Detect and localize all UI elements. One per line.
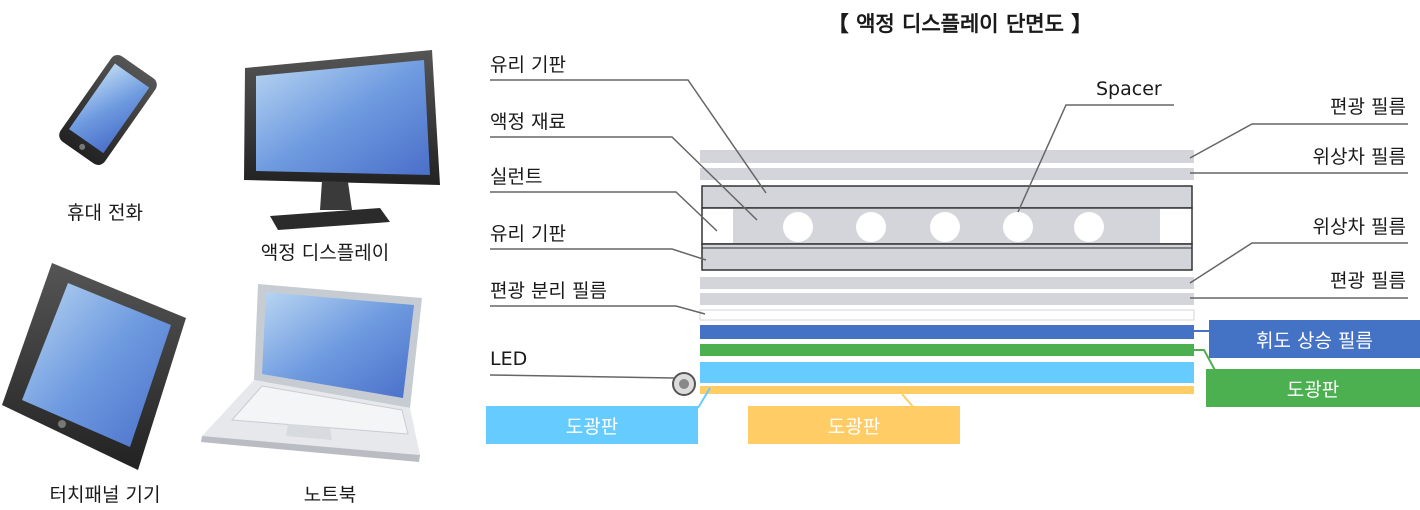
spacer-bead <box>1003 212 1033 242</box>
leader-lines <box>489 79 1408 379</box>
retarder-film-top <box>700 168 1194 180</box>
label-led: LED <box>490 348 528 370</box>
monitor-illustration <box>244 50 440 230</box>
label-glass-substrate-bottom: 유리 기판 <box>490 223 566 245</box>
tablet-illustration <box>2 263 186 470</box>
laptop-illustration <box>201 284 422 462</box>
retarder-film-bottom <box>700 277 1194 289</box>
brightness-film-layer <box>700 325 1194 339</box>
spacer-bead <box>1074 212 1104 242</box>
polarizer-film-top <box>700 150 1194 163</box>
green-light-guide-layer <box>700 344 1194 356</box>
spacer-bead <box>930 212 960 242</box>
device-label-tablet: 터치패널 기기 <box>49 484 161 506</box>
label-polarizer-film-top: 편광 필름 <box>1330 96 1406 118</box>
box-light-guide-left: 도광판 <box>486 406 698 444</box>
device-label-monitor: 액정 디스플레이 <box>260 242 390 264</box>
box-brightness-enhancement-film: 휘도 상승 필름 <box>1209 320 1420 358</box>
label-spacer: Spacer <box>1096 78 1162 100</box>
label-lc-material: 액정 재료 <box>490 111 566 133</box>
phone-illustration <box>59 55 157 165</box>
device-label-phone: 휴대 전화 <box>67 202 143 224</box>
diagram-title: 【 액정 디스플레이 단면도 】 <box>827 12 1093 36</box>
label-retarder-film-top: 위상차 필름 <box>1312 146 1406 168</box>
label-sealant: 실런트 <box>490 166 543 188</box>
reflector-layer <box>700 386 1194 394</box>
label-polarizer-film-bottom: 편광 필름 <box>1330 270 1406 292</box>
polarizer-separation-film <box>699 309 1195 321</box>
device-label-laptop: 노트북 <box>303 484 357 506</box>
box-light-guide-right: 도광판 <box>1206 369 1420 407</box>
sealant-left <box>703 209 733 243</box>
light-guide-layer <box>700 362 1194 383</box>
label-retarder-film-bottom: 위상차 필름 <box>1312 216 1406 238</box>
label-polarizer-separation-film: 편광 분리 필름 <box>490 280 607 302</box>
glass-substrate-top <box>701 185 1193 209</box>
box-light-guide-center: 도광판 <box>748 406 960 444</box>
label-glass-substrate-top: 유리 기판 <box>490 54 566 76</box>
cross-section <box>672 150 1195 396</box>
spacer-bead <box>856 212 886 242</box>
polarizer-film-bottom <box>700 293 1194 305</box>
spacer-bead <box>783 212 813 242</box>
